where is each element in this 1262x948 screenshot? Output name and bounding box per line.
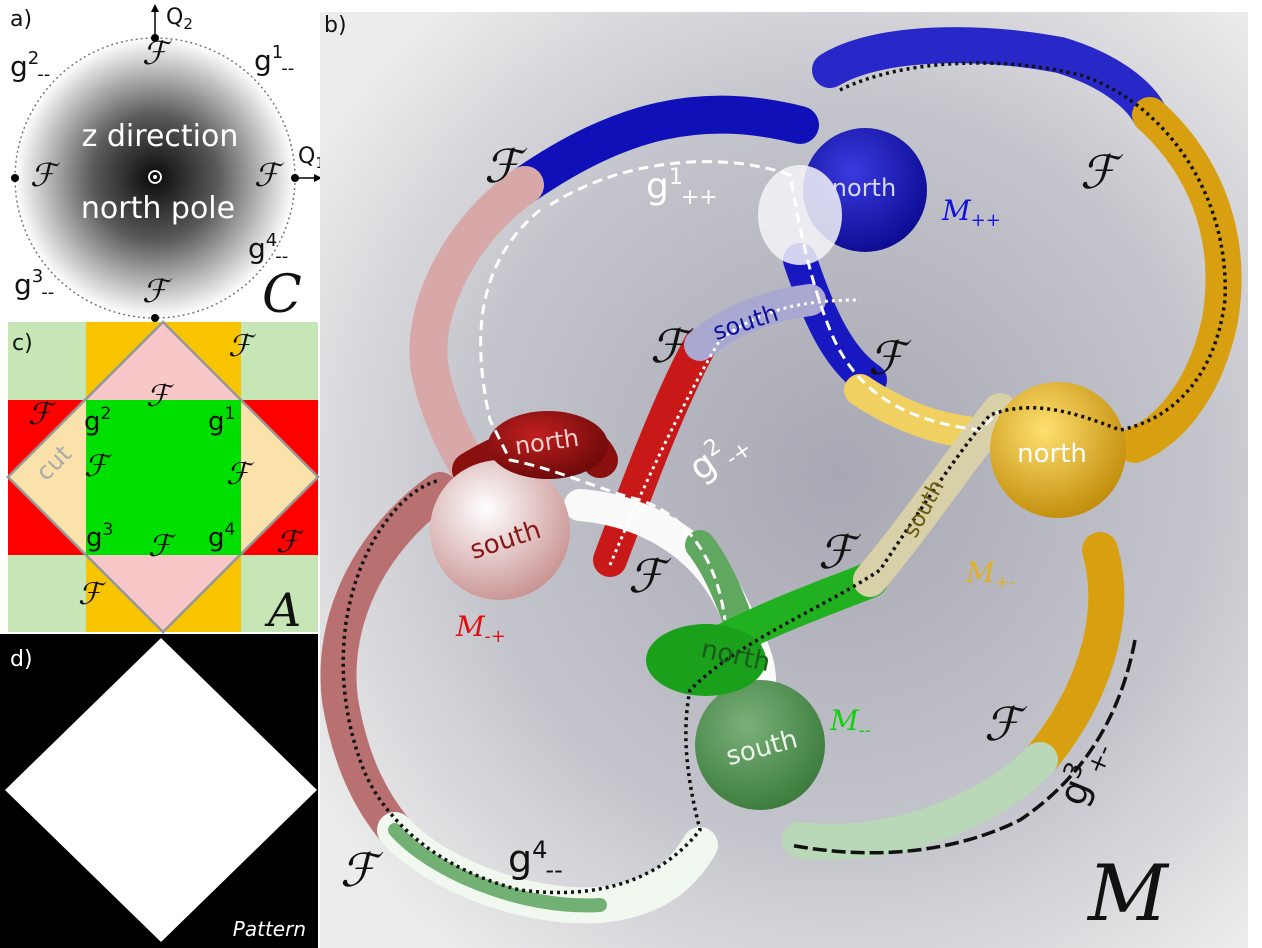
tube-gold-lower	[1022, 532, 1125, 778]
c-center-square	[86, 400, 241, 555]
panel-c-label: c)	[12, 331, 33, 356]
g1-label: g1++	[646, 165, 718, 210]
q2-label: Q2	[166, 5, 193, 33]
g1-label: g1--	[254, 42, 294, 79]
tube-gold-right	[1117, 97, 1242, 463]
m-pp-label: M++	[941, 194, 1001, 231]
tube-south-blue	[684, 284, 826, 361]
tube-beige	[853, 393, 1017, 597]
ball-highlight	[758, 165, 842, 265]
pattern-caption: Pattern	[233, 917, 306, 941]
g3-label: g3--	[14, 266, 54, 303]
q1-arrowhead	[314, 174, 322, 182]
dot-circle-icon	[153, 175, 157, 179]
tube-red	[593, 328, 717, 577]
tube-mauve	[320, 472, 458, 848]
c-g1-label: g1	[208, 404, 235, 437]
d-diamond	[5, 638, 317, 942]
tube-blue	[506, 95, 819, 204]
g4-label: g4--	[508, 836, 563, 884]
panel-d-label: d)	[10, 647, 33, 672]
tube-lightgreen	[782, 742, 1058, 860]
panel-a: a) Q2 Q1 g2-- g1-- g3-- g4-- ℱ ℱ ℱ ℱ z d…	[0, 0, 325, 325]
panel-b-label: b)	[324, 13, 347, 38]
m-pm-label: M+-	[965, 556, 1016, 593]
corner-letter: C	[262, 265, 302, 325]
c-g4-label: g4	[208, 520, 235, 553]
panel-d: d) Pattern	[0, 634, 318, 948]
c-g3-label: g3	[86, 520, 113, 553]
c-g2-label: g2	[84, 404, 111, 437]
north-label: north	[832, 174, 896, 202]
c-cream-right	[241, 400, 318, 555]
path-g1	[549, 160, 1002, 432]
center-line-2: north pole	[81, 191, 235, 226]
pole-dot	[291, 174, 299, 182]
ball-south-mm	[695, 680, 825, 810]
path-dotted-main	[341, 61, 1227, 895]
tube-pink	[409, 166, 544, 489]
g2-label: g2--	[10, 48, 50, 85]
ball-south-mp	[430, 460, 570, 600]
pole-dot	[151, 314, 159, 322]
c-cream-left	[8, 400, 86, 555]
path-g2-dotted	[608, 298, 861, 566]
north-label: north	[1017, 439, 1087, 469]
panel-c: c) cut ℱ ℱ ℱ ℱ ℱ ℱ ℱ ℱ g2 g1 g3 g4 A	[6, 320, 320, 637]
tube-blue-top	[812, 27, 1168, 133]
dot-circle-icon	[148, 170, 162, 184]
q2-arrowhead	[151, 4, 159, 12]
m-mm-label: M--	[829, 704, 871, 741]
m-main-label: M	[1086, 849, 1170, 939]
panel-b: b) ℱ ℱ ℱ ℱ ℱ ℱ ℱ ℱ north north north nor…	[320, 0, 1262, 948]
ball-north-pm	[990, 382, 1126, 518]
corner-letter: A	[264, 583, 301, 637]
pole-dot	[151, 34, 159, 42]
path-g2	[479, 208, 727, 621]
center-line-1: z direction	[82, 119, 239, 154]
m-mp-label: M-+	[455, 610, 506, 647]
panel-a-label: a)	[10, 7, 32, 32]
g4-label: g4--	[248, 230, 288, 267]
pole-dot	[11, 174, 19, 182]
path-g3	[789, 639, 1137, 855]
tube-blue-inner	[783, 243, 887, 397]
ball-north-mm	[646, 624, 766, 696]
